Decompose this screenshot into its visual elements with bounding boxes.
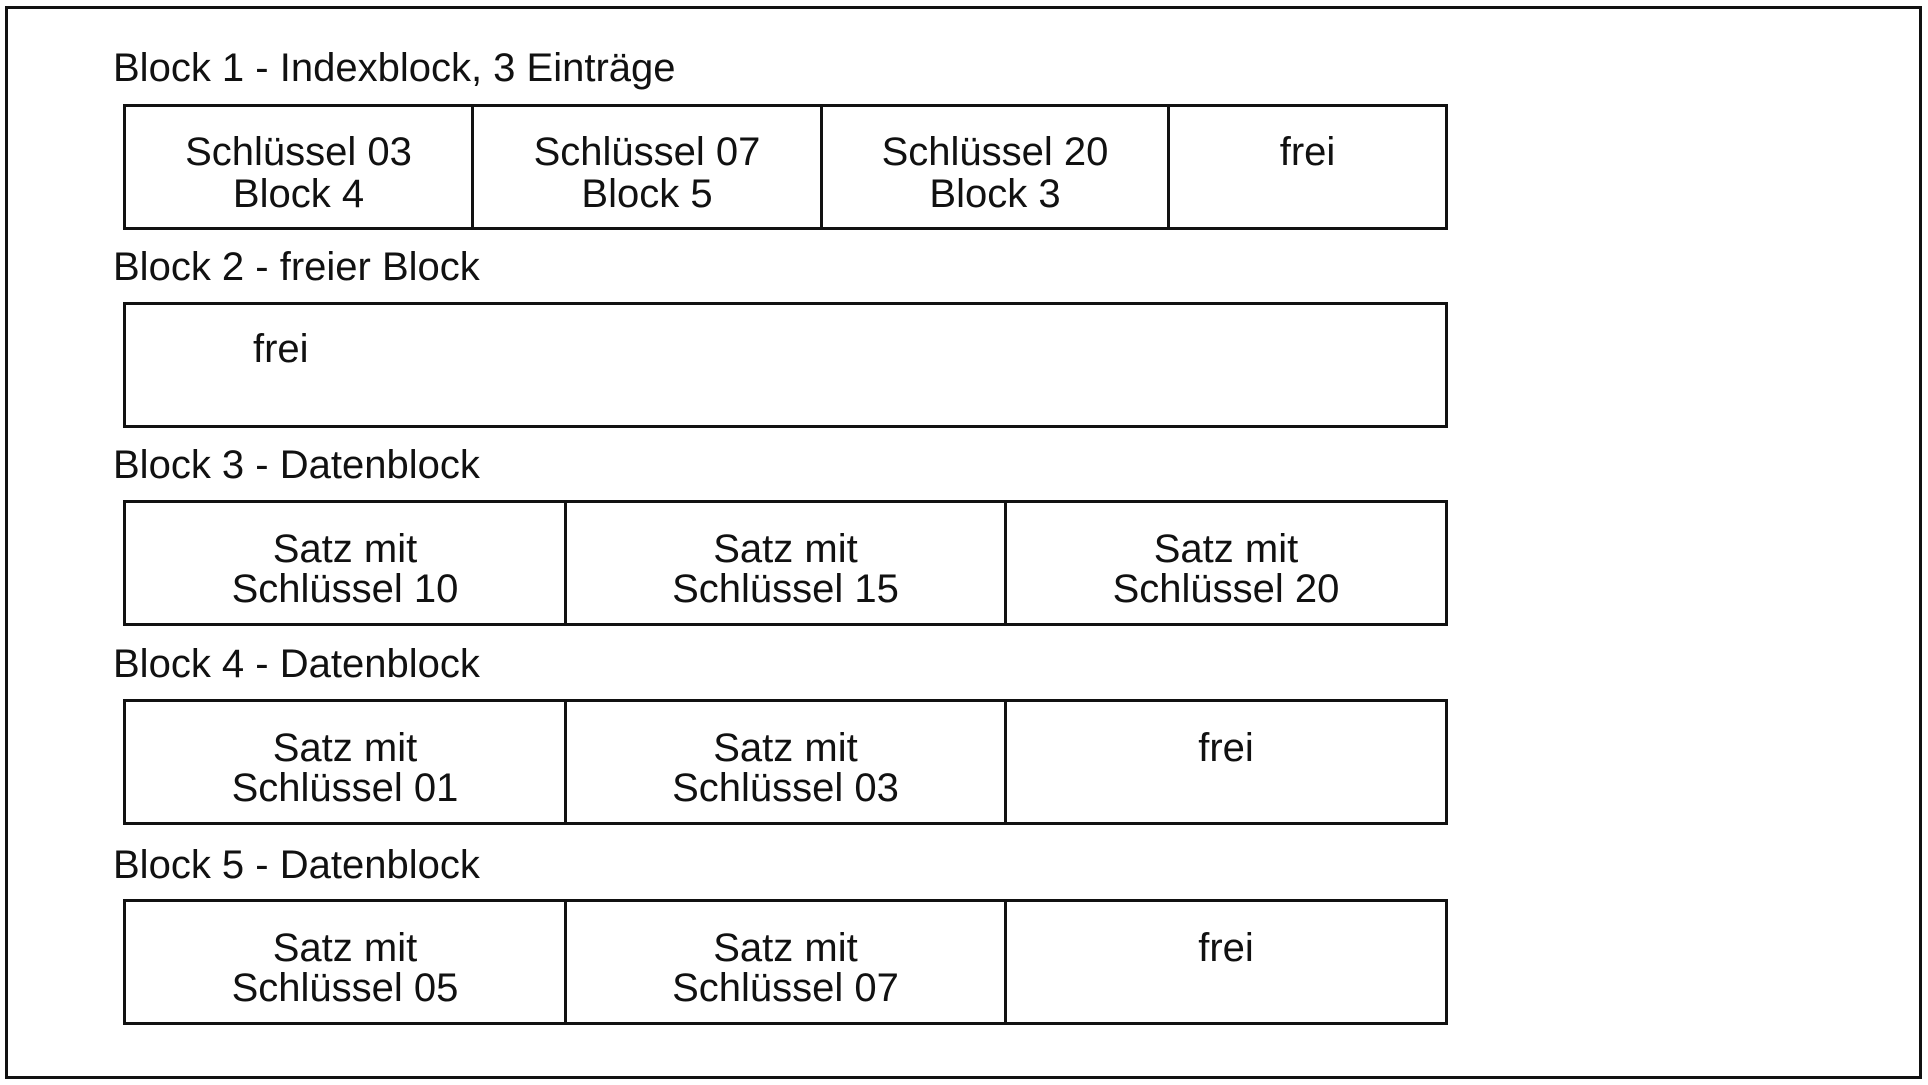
- block-4-cell-3: frei: [1007, 702, 1445, 822]
- block-4-cell-1: Satz mit Schlüssel 01: [126, 702, 567, 822]
- cell-line2: Block 3: [929, 172, 1061, 216]
- block-1-cell-2: Schlüssel 07 Block 5: [474, 107, 823, 227]
- cell-line2: Schlüssel 01: [231, 766, 459, 810]
- block-3-cell-1: Satz mit Schlüssel 10: [126, 503, 567, 623]
- cell-line2: Block 4: [232, 172, 365, 216]
- cell-line1: frei: [1198, 726, 1254, 770]
- cell-line1: Satz mit: [272, 926, 418, 970]
- cell-line1: Schlüssel 20: [881, 130, 1109, 174]
- block-2-cell-1: frei: [126, 305, 1445, 425]
- cell-line2: Schlüssel 03: [672, 766, 899, 810]
- block-3-cell-2: Satz mit Schlüssel 15: [567, 503, 1007, 623]
- block-5-cell-3: frei: [1007, 902, 1445, 1022]
- block-2-title: Block 2 - freier Block: [113, 245, 480, 289]
- cell-line1: Satz mit: [272, 726, 418, 770]
- cell-line2: Schlüssel 20: [1112, 567, 1340, 611]
- cell-line1: Satz mit: [713, 726, 858, 770]
- block-4-cell-2: Satz mit Schlüssel 03: [567, 702, 1007, 822]
- block-2-row: frei: [123, 302, 1448, 428]
- block-3-cell-3: Satz mit Schlüssel 20: [1007, 503, 1445, 623]
- block-1-cell-3: Schlüssel 20 Block 3: [823, 107, 1170, 227]
- cell-line2: Schlüssel 15: [672, 567, 899, 611]
- cell-line1: Satz mit: [1153, 527, 1299, 571]
- block-1-cell-4: frei: [1170, 107, 1445, 227]
- block-1-title: Block 1 - Indexblock, 3 Einträge: [113, 46, 676, 90]
- cell-line2: Block 5: [581, 172, 713, 216]
- cell-line1: frei: [1198, 926, 1254, 970]
- block-4-title: Block 4 - Datenblock: [113, 642, 480, 686]
- block-1-row: Schlüssel 03 Block 4 Schlüssel 07 Block …: [123, 104, 1448, 230]
- cell-line1: frei: [1279, 130, 1336, 174]
- cell-line1: Schlüssel 07: [533, 130, 761, 174]
- block-3-title: Block 3 - Datenblock: [113, 443, 480, 487]
- block-5-title: Block 5 - Datenblock: [113, 843, 480, 887]
- cell-line2: Schlüssel 10: [231, 567, 459, 611]
- cell-line2: Schlüssel 05: [231, 966, 459, 1010]
- diagram-frame: [5, 6, 1922, 1079]
- block-5-row: Satz mit Schlüssel 05 Satz mit Schlüssel…: [123, 899, 1448, 1025]
- cell-line1: Satz mit: [713, 527, 858, 571]
- block-1-cell-1: Schlüssel 03 Block 4: [126, 107, 474, 227]
- cell-line2: Schlüssel 07: [672, 966, 899, 1010]
- cell-line1: Satz mit: [713, 926, 858, 970]
- block-3-row: Satz mit Schlüssel 10 Satz mit Schlüssel…: [123, 500, 1448, 626]
- cell-line1: frei: [253, 327, 309, 371]
- block-5-cell-2: Satz mit Schlüssel 07: [567, 902, 1007, 1022]
- cell-line1: Satz mit: [272, 527, 418, 571]
- cell-line1: Schlüssel 03: [185, 130, 412, 174]
- block-4-row: Satz mit Schlüssel 01 Satz mit Schlüssel…: [123, 699, 1448, 825]
- block-5-cell-1: Satz mit Schlüssel 05: [126, 902, 567, 1022]
